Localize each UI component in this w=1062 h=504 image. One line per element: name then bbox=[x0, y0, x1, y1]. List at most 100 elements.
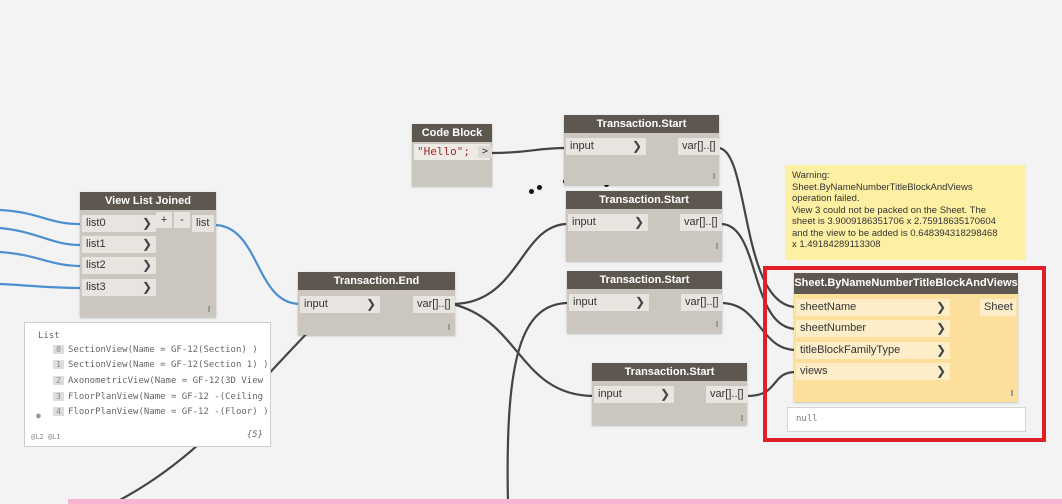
output-port[interactable]: var[]..[] bbox=[706, 386, 748, 403]
resize-grip[interactable] bbox=[448, 324, 450, 330]
resize-grip[interactable] bbox=[716, 321, 718, 327]
list-index: 1 bbox=[53, 360, 64, 369]
chevron-right-icon: ❯ bbox=[633, 215, 644, 229]
port-label: views bbox=[800, 365, 828, 377]
input-port-list1[interactable]: list1 ❯ bbox=[82, 236, 156, 253]
group-background bbox=[68, 499, 1062, 504]
input-port-views[interactable]: views ❯ bbox=[796, 363, 950, 380]
chevron-right-icon: ❯ bbox=[634, 295, 645, 309]
highlight-frame bbox=[763, 266, 1046, 442]
list-item-text: SectionView(Name = GF-12(Section) ) bbox=[68, 345, 258, 355]
warning-line: Sheet.ByNameNumberTitleBlockAndViews bbox=[792, 181, 973, 193]
node-title: Transaction.End bbox=[298, 272, 455, 290]
view-list-joined-node[interactable]: View List Joined list0❯ list1 ❯ list2❯ li… bbox=[80, 192, 216, 317]
input-port-list0[interactable]: list0❯ bbox=[82, 215, 156, 232]
list-levels: @L2 @L1 bbox=[31, 433, 61, 441]
transaction-start-node-1[interactable]: Transaction.Start input ❯ var[]..[] bbox=[564, 115, 720, 185]
list-count: {5} bbox=[246, 430, 263, 440]
chevron-right-icon: ❯ bbox=[659, 387, 670, 401]
input-port-sheetname[interactable]: sheetName ❯ bbox=[796, 299, 950, 316]
warning-line: and the view to be added is 0.6483943182… bbox=[792, 227, 998, 239]
warning-line: View 3 could not be packed on the Sheet.… bbox=[792, 204, 987, 216]
node-title: Sheet.ByNameNumberTitleBlockAndViews bbox=[794, 273, 1018, 294]
sheet-by-name-number-node[interactable]: Sheet.ByNameNumberTitleBlockAndViews she… bbox=[794, 273, 1018, 402]
transaction-start-node-2[interactable]: Transaction.Start input❯ var[]..[] bbox=[566, 191, 722, 261]
list-item-text: FloorPlanView(Name = GF-12 -(Floor) ) bbox=[68, 407, 269, 417]
resize-grip[interactable] bbox=[1011, 390, 1013, 396]
resize-grip[interactable] bbox=[208, 306, 210, 312]
add-input-button[interactable]: + bbox=[156, 212, 172, 228]
canvas-dot bbox=[529, 189, 534, 194]
canvas-dot bbox=[537, 185, 542, 190]
input-port-titleblock[interactable]: titleBlockFamilyType❯ bbox=[796, 342, 950, 359]
chevron-right-icon: ❯ bbox=[141, 258, 152, 272]
chevron-right-icon: ❯ bbox=[935, 364, 946, 378]
transaction-end-node[interactable]: Transaction.End input ❯ var[]..[] bbox=[298, 272, 455, 335]
sheet-preview-bubble[interactable]: null bbox=[787, 407, 1026, 432]
node-title: View List Joined bbox=[80, 192, 216, 210]
port-label: input bbox=[572, 216, 596, 228]
input-port[interactable]: input ❯ bbox=[569, 294, 649, 311]
wire-list1 bbox=[0, 226, 84, 247]
wire-list-to-end bbox=[212, 223, 302, 306]
resize-grip[interactable] bbox=[713, 173, 715, 179]
transaction-start-node-4[interactable]: Transaction.Start input❯ var[]..[] bbox=[592, 363, 748, 425]
wire-code-to-start1 bbox=[490, 146, 568, 155]
port-label: list3 bbox=[86, 281, 106, 293]
input-port[interactable]: input❯ bbox=[594, 386, 674, 403]
wire-end-to-start2 bbox=[450, 222, 570, 306]
input-port-list2[interactable]: list2❯ bbox=[82, 257, 156, 274]
list-index: 2 bbox=[53, 376, 64, 385]
list-item: 0 SectionView(Name = GF-12(Section) ) bbox=[53, 345, 270, 355]
chevron-right-icon: ❯ bbox=[365, 297, 376, 311]
chevron-right-icon: ❯ bbox=[631, 139, 642, 153]
resize-grip[interactable] bbox=[716, 243, 718, 249]
chevron-right-icon: ❯ bbox=[141, 237, 152, 251]
output-port[interactable]: var[]..[] bbox=[680, 214, 722, 231]
output-port[interactable]: Sheet bbox=[980, 299, 1016, 316]
input-port-list3[interactable]: list3 ❯ bbox=[82, 279, 156, 296]
output-port[interactable]: list bbox=[192, 215, 214, 232]
warning-line: Warning: bbox=[792, 170, 830, 181]
input-port[interactable]: input ❯ bbox=[300, 296, 380, 313]
code-block-editor[interactable]: "Hello"; > bbox=[414, 144, 492, 160]
port-label: sheetNumber bbox=[800, 322, 867, 334]
warning-line: sheet is 3.9009186351706 x 2.75918635170… bbox=[792, 216, 996, 227]
chevron-right-icon: ❯ bbox=[935, 321, 946, 335]
warning-line: x 1.49184289113308 bbox=[792, 239, 881, 250]
port-label: input bbox=[304, 298, 328, 310]
resize-grip[interactable] bbox=[741, 415, 743, 421]
port-label: input bbox=[573, 296, 597, 308]
output-port[interactable]: var[]..[] bbox=[678, 138, 720, 155]
chevron-right-icon: ❯ bbox=[935, 300, 946, 314]
node-title: Transaction.Start bbox=[567, 271, 722, 289]
code-block-text: "Hello"; bbox=[417, 145, 470, 158]
chevron-right-icon: ❯ bbox=[141, 216, 152, 230]
port-label: input bbox=[570, 140, 594, 152]
port-label: list1 bbox=[86, 238, 106, 250]
code-block-output-port[interactable]: > bbox=[478, 146, 492, 158]
wire-list2 bbox=[0, 250, 84, 268]
output-port[interactable]: var[]..[] bbox=[413, 296, 455, 313]
port-label: sheetName bbox=[800, 301, 857, 313]
input-port[interactable]: input ❯ bbox=[566, 138, 646, 155]
chevron-right-icon: ❯ bbox=[141, 280, 152, 294]
input-port-sheetnumber[interactable]: sheetNumber ❯ bbox=[796, 320, 950, 337]
transaction-start-node-3[interactable]: Transaction.Start input ❯ var[]..[] bbox=[567, 271, 723, 333]
remove-input-button[interactable]: - bbox=[174, 212, 190, 228]
node-title: Transaction.Start bbox=[564, 115, 719, 133]
wire-list0 bbox=[0, 208, 84, 226]
code-block-node[interactable]: Code Block "Hello"; > bbox=[412, 124, 492, 186]
list-index: 0 bbox=[53, 345, 64, 354]
wire-start3-down bbox=[506, 301, 571, 504]
input-port[interactable]: input ❯ bbox=[568, 214, 648, 231]
chevron-right-icon: ❯ bbox=[935, 343, 946, 357]
output-port[interactable]: var[]..[] bbox=[681, 294, 723, 311]
node-title: Transaction.Start bbox=[592, 363, 747, 381]
